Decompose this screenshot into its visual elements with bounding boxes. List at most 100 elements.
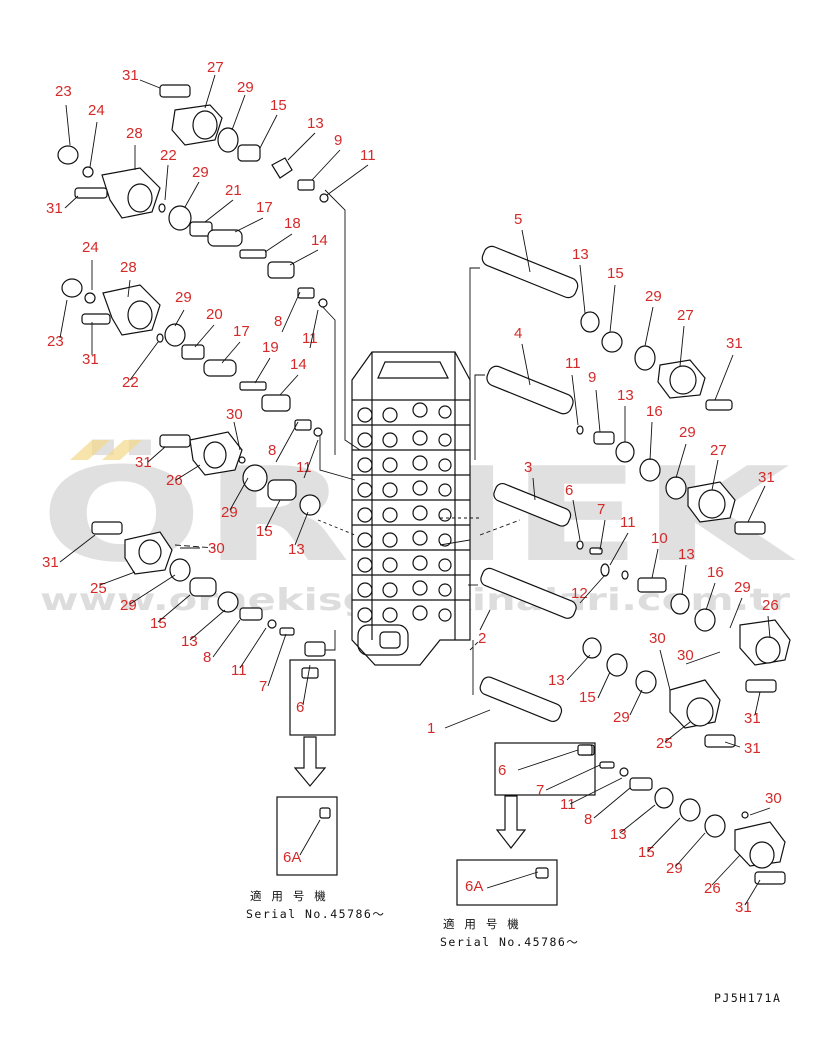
callout-label: 22 bbox=[160, 147, 177, 164]
callout-label: 27 bbox=[710, 442, 727, 459]
callout-label: 24 bbox=[88, 102, 105, 119]
callout-label: 16 bbox=[707, 564, 724, 581]
callout-label: 11 bbox=[231, 662, 247, 679]
callout-label: 13 bbox=[572, 246, 589, 263]
callout-label: 15 bbox=[150, 615, 167, 632]
inset-boxes bbox=[276, 659, 596, 906]
callout-label: 11 bbox=[302, 330, 318, 347]
applicability-label: 適 用 号 機 bbox=[250, 889, 327, 903]
callout-label: 11 bbox=[565, 355, 581, 372]
callout-label: 10 bbox=[651, 530, 668, 547]
callout-label: 17 bbox=[256, 199, 273, 216]
callout-label: 11 bbox=[620, 514, 636, 531]
callout-label: 6 bbox=[296, 699, 304, 716]
callout-label: 3 bbox=[524, 459, 532, 476]
callout-label: 23 bbox=[55, 83, 72, 100]
callout-label: 29 bbox=[734, 579, 751, 596]
callout-label: 20 bbox=[206, 306, 223, 323]
callout-label: 1 bbox=[427, 720, 435, 737]
callout-label: 31 bbox=[744, 710, 761, 727]
callout-label: 30 bbox=[677, 647, 694, 664]
parts-mid-left bbox=[61, 278, 323, 437]
callout-label: 30 bbox=[765, 790, 782, 807]
callout-label: 7 bbox=[259, 678, 267, 695]
callout-label: 11 bbox=[560, 796, 576, 813]
watermark-accent bbox=[70, 440, 110, 460]
callout-label: 15 bbox=[256, 523, 273, 540]
callout-label: 24 bbox=[82, 239, 99, 256]
callout-label: 8 bbox=[584, 811, 592, 828]
callout-label: 14 bbox=[290, 356, 307, 373]
watermark-accent bbox=[102, 440, 142, 460]
spools-right bbox=[469, 245, 791, 885]
callout-label: 25 bbox=[90, 580, 107, 597]
callout-label: 28 bbox=[120, 259, 137, 276]
parts-upper-left bbox=[57, 84, 329, 308]
callout-label: 14 bbox=[311, 232, 328, 249]
callout-label: 29 bbox=[645, 288, 662, 305]
callout-label: 11 bbox=[296, 459, 312, 476]
callout-label: 31 bbox=[758, 469, 775, 486]
callout-label: 29 bbox=[679, 424, 696, 441]
callout-label: 16 bbox=[646, 403, 663, 420]
callout-label: 29 bbox=[192, 164, 209, 181]
callout-label: 4 bbox=[514, 325, 522, 342]
callout-label: 29 bbox=[175, 289, 192, 306]
callout-label: 30 bbox=[226, 406, 243, 423]
callout-label: 31 bbox=[82, 351, 99, 368]
callout-label: 6 bbox=[565, 482, 573, 499]
callout-label: 6 bbox=[498, 762, 506, 779]
callout-label: 9 bbox=[334, 132, 342, 149]
callout-label: 31 bbox=[46, 200, 63, 217]
callout-label: 26 bbox=[166, 472, 183, 489]
callout-label: 31 bbox=[726, 335, 743, 352]
callout-label: 11 bbox=[360, 147, 376, 164]
callout-label: 29 bbox=[120, 597, 137, 614]
callout-label: 6A bbox=[465, 878, 483, 895]
callouts: 31 27 23 24 28 29 15 13 9 11 22 29 21 17… bbox=[42, 59, 782, 916]
callout-label: 7 bbox=[536, 782, 544, 799]
leader-lines bbox=[317, 189, 485, 695]
callout-label: 30 bbox=[208, 540, 225, 557]
valve-block bbox=[351, 351, 471, 666]
callout-label: 31 bbox=[135, 454, 152, 471]
callout-label: 9 bbox=[588, 369, 596, 386]
applicability-label: 適 用 号 機 bbox=[443, 917, 520, 931]
callout-label: 13 bbox=[617, 387, 634, 404]
callout-label: 17 bbox=[233, 323, 250, 340]
serial-number-note: Serial No.45786〜 bbox=[440, 935, 579, 949]
callout-label: 27 bbox=[207, 59, 224, 76]
callout-label: 31 bbox=[42, 554, 59, 571]
callout-label: 27 bbox=[677, 307, 694, 324]
callout-label: 30 bbox=[649, 630, 666, 647]
callout-leaders bbox=[59, 74, 771, 906]
callout-label: 29 bbox=[237, 79, 254, 96]
callout-label: 13 bbox=[307, 115, 324, 132]
callout-label: 8 bbox=[274, 313, 282, 330]
callout-label: 13 bbox=[548, 672, 565, 689]
callout-label: 26 bbox=[704, 880, 721, 897]
serial-number-note: Serial No.45786〜 bbox=[246, 907, 385, 921]
callout-label: 13 bbox=[610, 826, 627, 843]
callout-label: 28 bbox=[126, 125, 143, 142]
callout-label: 23 bbox=[47, 333, 64, 350]
callout-label: 31 bbox=[122, 67, 139, 84]
drawing-code: PJ5H171A bbox=[714, 991, 781, 1005]
callout-label: 19 bbox=[262, 339, 279, 356]
callout-label: 15 bbox=[579, 689, 596, 706]
callout-label: 12 bbox=[571, 585, 588, 602]
callout-label: 31 bbox=[735, 899, 752, 916]
callout-label: 26 bbox=[762, 597, 779, 614]
serial-notes: 適 用 号 機 Serial No.45786〜 適 用 号 機 Serial … bbox=[246, 889, 781, 1005]
callout-label: 8 bbox=[203, 649, 211, 666]
callout-label: 13 bbox=[678, 546, 695, 563]
callout-label: 15 bbox=[607, 265, 624, 282]
callout-label: 5 bbox=[514, 211, 522, 228]
callout-label: 6A bbox=[283, 849, 301, 866]
callout-label: 21 bbox=[225, 182, 242, 199]
callout-label: 29 bbox=[221, 504, 238, 521]
callout-label: 15 bbox=[270, 97, 287, 114]
callout-label: 22 bbox=[122, 374, 139, 391]
callout-label: 31 bbox=[744, 740, 761, 757]
